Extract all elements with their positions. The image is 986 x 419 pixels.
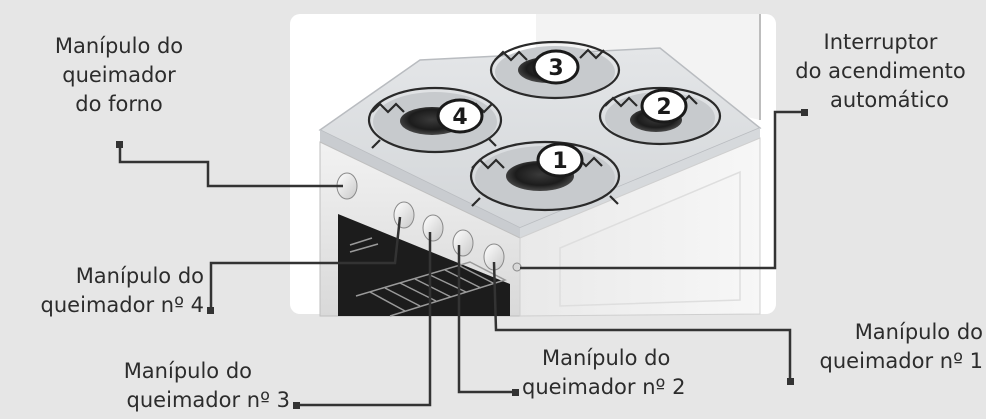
label-ignition-switch: Interruptor do acendimento automático bbox=[778, 28, 983, 115]
svg-text:1: 1 bbox=[552, 149, 567, 174]
label-line: Manípulo do bbox=[123, 359, 252, 383]
knobs bbox=[336, 172, 522, 272]
label-line: Manípulo do bbox=[54, 34, 184, 58]
leader-terminals bbox=[116, 109, 808, 409]
side-panel bbox=[519, 137, 761, 317]
label-line: Manípulo do bbox=[75, 264, 204, 288]
label-knob-1: Manípulo do queimador nº 1 bbox=[780, 318, 983, 376]
badge-1: 1 bbox=[536, 142, 584, 178]
label-line: queimador nº 3 bbox=[126, 388, 290, 412]
badge-4: 4 bbox=[436, 98, 484, 134]
label-line: Manípulo do bbox=[542, 346, 671, 370]
label-oven-knob: Manípulo do queimador do forno bbox=[34, 32, 204, 119]
knob-4 bbox=[393, 201, 415, 229]
label-line: automático bbox=[829, 88, 950, 112]
knob-2 bbox=[452, 229, 474, 257]
ignition-button bbox=[512, 262, 522, 272]
svg-text:2: 2 bbox=[656, 95, 671, 120]
badge-2: 2 bbox=[640, 88, 688, 124]
label-line: queimador nº 4 bbox=[40, 293, 204, 317]
badge-3: 3 bbox=[532, 49, 580, 85]
burner-badges: 4 3 2 1 bbox=[436, 49, 688, 178]
svg-text:3: 3 bbox=[548, 56, 563, 81]
label-knob-4: Manípulo do queimador nº 4 bbox=[8, 262, 204, 320]
label-line: do forno bbox=[75, 92, 163, 116]
svg-text:4: 4 bbox=[452, 105, 467, 130]
label-line: Manípulo do bbox=[854, 320, 983, 344]
label-knob-3: Manípulo do queimador nº 3 bbox=[60, 357, 290, 415]
label-line: do acendimento bbox=[795, 59, 966, 83]
knob-3 bbox=[422, 214, 444, 242]
label-knob-2: Manípulo do queimador nº 2 bbox=[522, 344, 742, 402]
label-line: queimador nº 1 bbox=[819, 349, 983, 373]
label-line: queimador nº 2 bbox=[522, 375, 686, 399]
oven-window bbox=[338, 214, 510, 316]
label-line: Interruptor bbox=[823, 30, 938, 54]
label-line: queimador bbox=[62, 63, 176, 87]
leader-lines bbox=[118, 110, 803, 407]
